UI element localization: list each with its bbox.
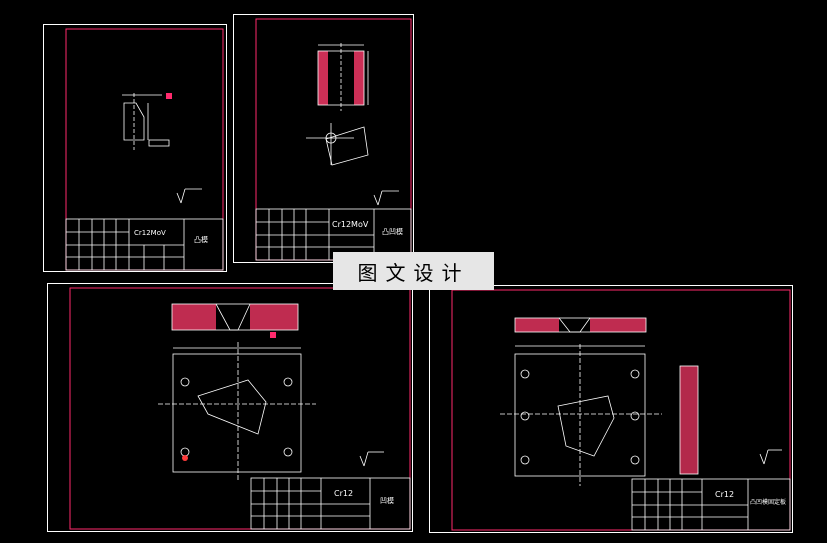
sheet-4-part-name: 凸凹模固定板 xyxy=(750,499,787,506)
sheet-3-part-name: 凹模 xyxy=(380,497,394,505)
drawing-sheet-3[interactable]: Cr12 凹模 xyxy=(47,283,413,532)
sheet-2-part-name: 凸凹模 xyxy=(382,228,403,236)
drawing-sheet-4[interactable]: Cr12 凸凹模固定板 xyxy=(429,285,793,533)
sheet-4-graphics xyxy=(451,289,791,531)
sheet-4-material: Cr12 xyxy=(715,490,735,499)
sheet-2-graphics xyxy=(255,18,412,261)
watermark-banner: 图文设计 xyxy=(333,252,494,290)
drawing-sheet-2[interactable]: Cr12MoV 凸凹模 xyxy=(233,14,414,263)
drawing-sheet-1[interactable]: Cr12MoV 凸模 xyxy=(43,24,227,272)
sheet-2-material: Cr12MoV xyxy=(332,220,369,229)
sheet-1-part-name: 凸模 xyxy=(194,236,208,244)
sheet-3-graphics xyxy=(69,287,411,530)
sheet-1-graphics xyxy=(65,28,224,271)
sheet-3-material: Cr12 xyxy=(334,489,354,498)
sheet-1-material: Cr12MoV xyxy=(134,229,166,237)
